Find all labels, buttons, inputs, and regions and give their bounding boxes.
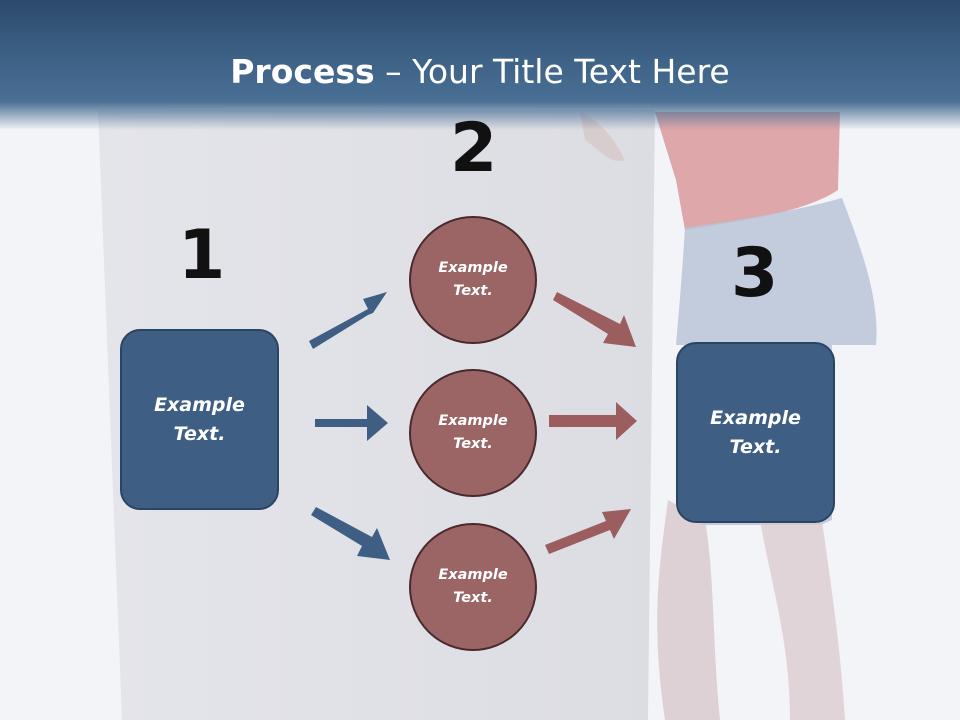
process-circle-middle-label: Example Text. (438, 413, 508, 452)
process-circle-bottom[interactable]: Example Text. (409, 523, 537, 651)
process-box-left-label: Example Text. (154, 393, 245, 445)
figure-leg-right (760, 520, 845, 720)
arrow-bottom-to-right (545, 509, 631, 554)
process-circle-top-label: Example Text. (438, 260, 508, 299)
arrow-left-to-top (309, 292, 387, 349)
process-box-right[interactable]: Example Text. (676, 342, 835, 523)
process-box-left[interactable]: Example Text. (120, 329, 279, 510)
title-rest: – Your Title Text Here (374, 52, 730, 91)
figure-leg-left (657, 500, 720, 720)
slide-title: Process – Your Title Text Here (0, 52, 960, 91)
process-box-right-label: Example Text. (710, 406, 801, 458)
step-number-2: 2 (450, 109, 498, 188)
figure-top (655, 112, 840, 230)
title-bar (0, 0, 960, 130)
arrow-middle-to-right (549, 402, 637, 440)
process-circle-middle[interactable]: Example Text. (409, 369, 537, 497)
arrow-left-to-middle (315, 405, 388, 441)
process-circle-top[interactable]: Example Text. (409, 216, 537, 344)
step-number-1: 1 (178, 216, 226, 295)
process-circle-bottom-label: Example Text. (438, 567, 508, 606)
title-bold: Process (230, 52, 375, 91)
arrow-top-to-right (553, 292, 636, 347)
step-number-3: 3 (731, 234, 779, 313)
arrow-left-to-bottom (311, 507, 390, 560)
